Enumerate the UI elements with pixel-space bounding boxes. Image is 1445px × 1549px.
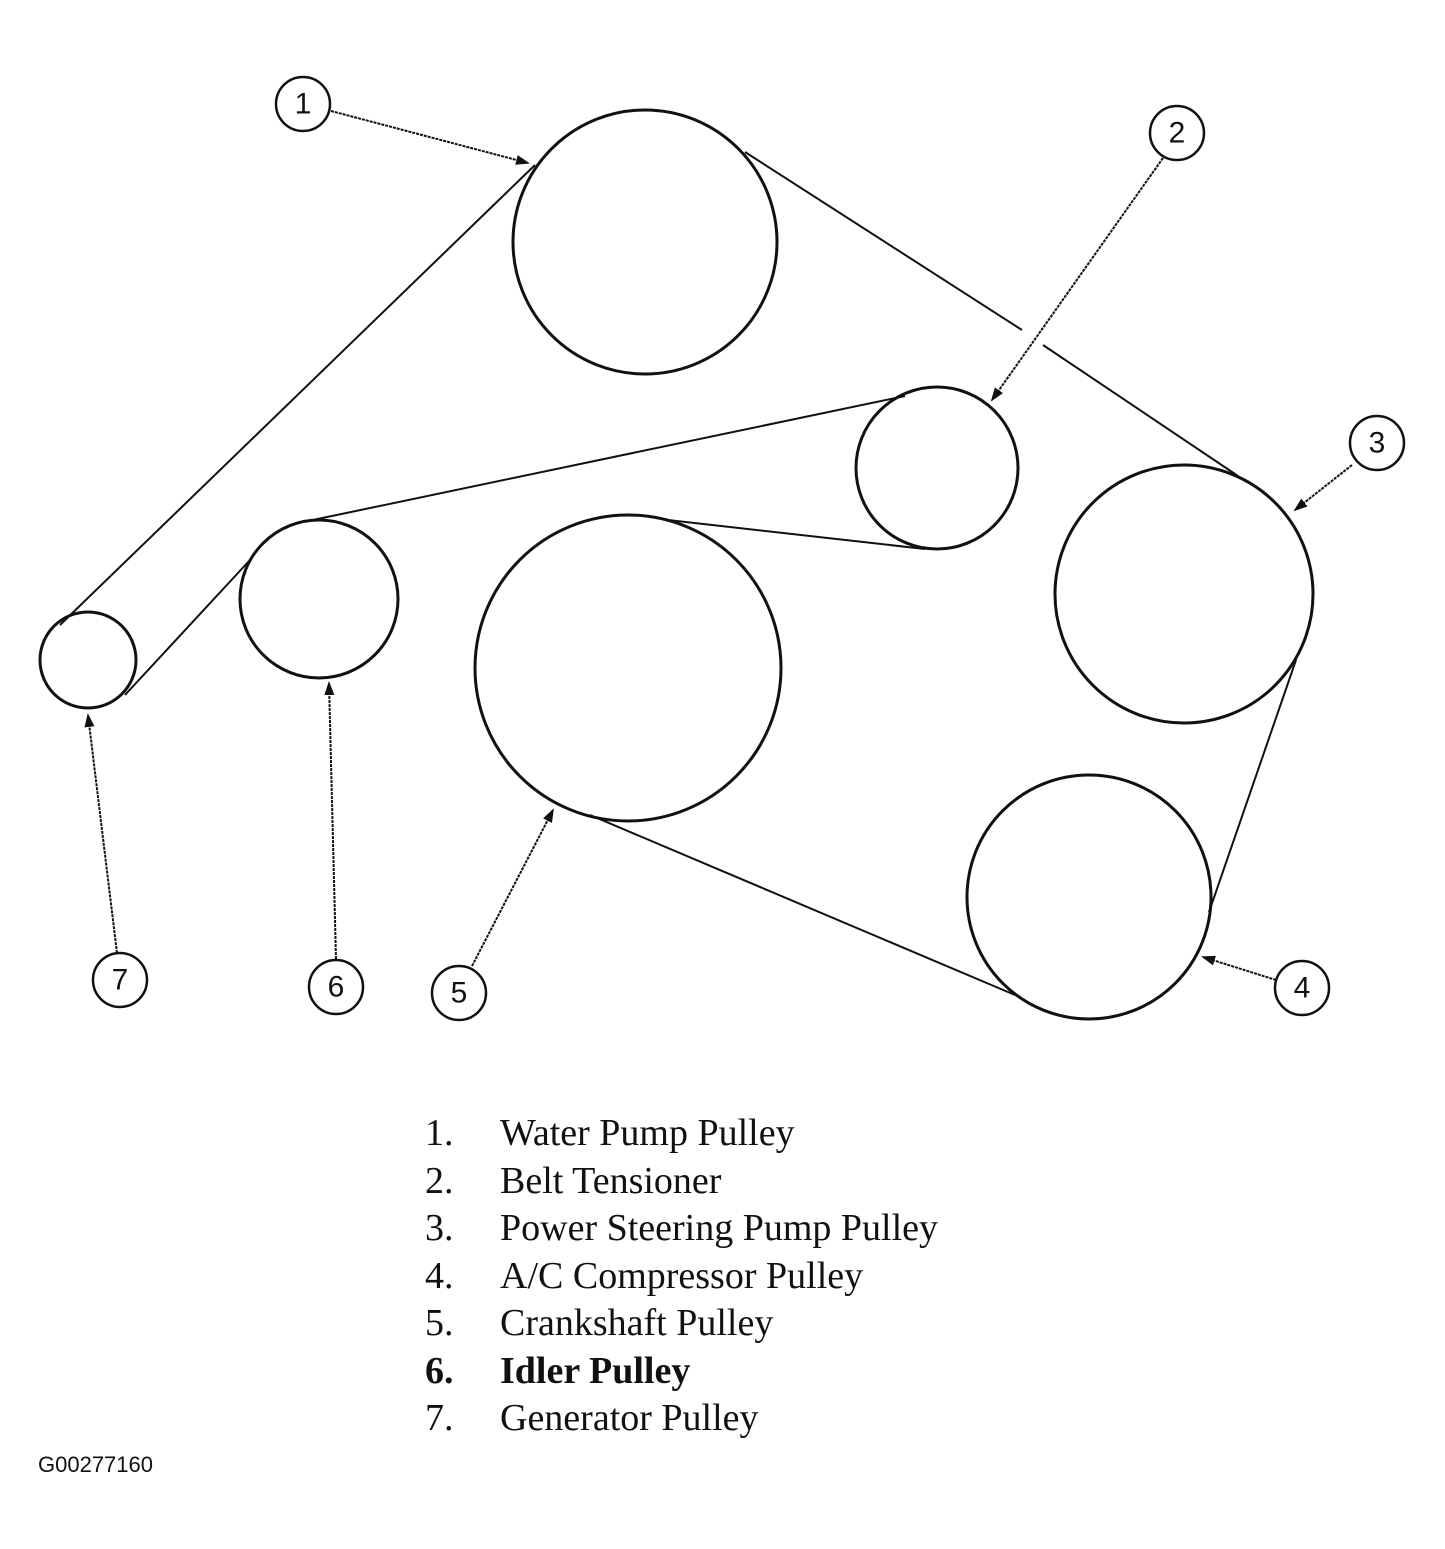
power-steering-pump-pulley: [1053, 463, 1315, 725]
belt-segment: [307, 395, 906, 522]
legend-item: 5. Crankshaft Pulley: [425, 1300, 938, 1348]
legend-label: Idler Pulley: [500, 1349, 691, 1392]
belt-segment: [1042, 344, 1239, 477]
ac-compressor-pulley: [965, 773, 1213, 1021]
idler-pulley: [238, 518, 400, 680]
belt-segment: [589, 814, 1016, 996]
legend-item: 6. Idler Pulley: [425, 1348, 938, 1396]
callout-2-number: 2: [1169, 117, 1186, 150]
legend-number: 6.: [425, 1349, 454, 1392]
belt-routing-diagram: 1 2 3 4 5 6 7: [38, 75, 1406, 1022]
callout-7: 7: [91, 951, 149, 1009]
callout-5: 5: [430, 964, 488, 1022]
callout-7-number: 7: [112, 964, 129, 997]
legend-label: Generator Pulley: [500, 1397, 759, 1439]
callout-6: 6: [307, 958, 365, 1016]
legend-item: 4. A/C Compressor Pulley: [425, 1253, 938, 1301]
callout-3-number: 3: [1369, 427, 1386, 460]
belt-segment: [744, 151, 1023, 331]
legend-number: 1.: [425, 1112, 454, 1154]
callout-5-number: 5: [451, 977, 468, 1010]
callout-1: 1: [274, 75, 332, 133]
belt-segment: [124, 559, 251, 696]
legend-label: Crankshaft Pulley: [500, 1302, 774, 1344]
legend-number: 2.: [425, 1159, 454, 1202]
leader-arrow-6: [324, 681, 337, 960]
callout-4-number: 4: [1294, 972, 1311, 1005]
legend-item: 7. Generator Pulley: [425, 1395, 938, 1443]
legend-item: 1. Water Pump Pulley: [425, 1110, 938, 1158]
leader-arrow-7: [84, 713, 118, 954]
legend-item: 2. Belt Tensioner: [425, 1158, 938, 1206]
belt-segment: [59, 164, 536, 626]
callout-3: 3: [1348, 414, 1406, 472]
generator-pulley: [38, 610, 138, 710]
legend-label: Belt Tensioner: [500, 1159, 722, 1202]
callout-6-number: 6: [328, 971, 345, 1004]
leader-arrow-5: [471, 808, 554, 967]
legend-number: 5.: [425, 1302, 454, 1344]
legend-label: A/C Compressor Pulley: [500, 1254, 864, 1297]
legend-label: Power Steering Pump Pulley: [500, 1207, 939, 1249]
crankshaft-pulley: [473, 513, 783, 823]
legend-number: 3.: [425, 1207, 454, 1249]
figure-id: G00277160: [38, 1452, 153, 1477]
leader-arrow-4: [1201, 955, 1277, 981]
belt-segment: [667, 519, 926, 550]
callout-4: 4: [1273, 959, 1331, 1017]
legend-number: 4.: [425, 1254, 454, 1297]
callout-2: 2: [1148, 104, 1206, 162]
leader-arrow-2: [990, 157, 1164, 402]
callout-1-number: 1: [295, 88, 312, 121]
water-pump-pulley: [511, 108, 779, 376]
belt-tensioner-pulley: [854, 385, 1020, 551]
legend-label: Water Pump Pulley: [500, 1112, 795, 1154]
legend-item: 3. Power Steering Pump Pulley: [425, 1205, 938, 1253]
leader-arrow-1: [330, 110, 530, 165]
belt-segment: [1208, 659, 1297, 913]
legend: 1. Water Pump Pulley 2. Belt Tensioner 3…: [425, 1110, 938, 1443]
legend-number: 7.: [425, 1397, 454, 1439]
leader-arrow-3: [1293, 464, 1353, 512]
